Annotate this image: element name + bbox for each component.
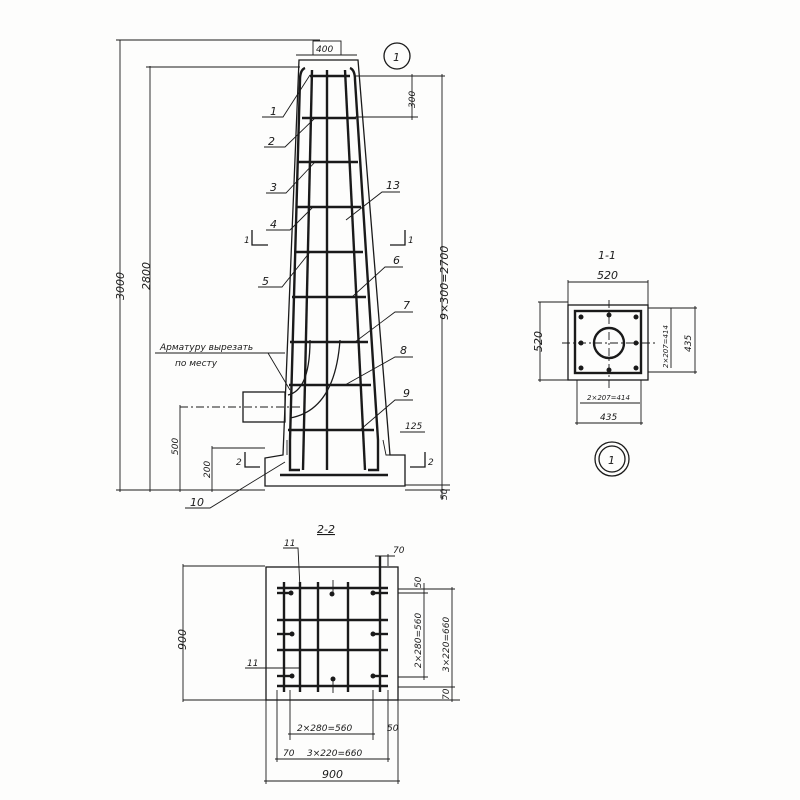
pos-7: 7 — [403, 299, 410, 312]
dim-50: 50 — [440, 488, 450, 500]
dim-435-vertical: 435 — [684, 335, 694, 352]
section-1-1: 1-1 520 520 2×207=414 435 2×207=414 435 … — [532, 249, 697, 477]
pos-8: 8 — [400, 344, 407, 357]
dim-500: 500 — [171, 438, 181, 455]
section-2-2-title: 2-2 — [317, 523, 335, 536]
section-1-1-title: 1-1 — [598, 249, 616, 262]
elevation-view: 3000 2800 400 1 300 9×300=2700 50 — [114, 39, 451, 509]
pos-5: 5 — [262, 275, 269, 288]
note-line-2: по месту — [175, 359, 218, 369]
pos-1: 1 — [270, 105, 277, 118]
dim-520-height: 520 — [532, 331, 545, 352]
dim-900-width: 900 — [322, 768, 343, 781]
section-mark-2-left: 2 — [236, 458, 242, 468]
mesh-bars — [277, 556, 388, 693]
dim-3000: 3000 — [114, 272, 127, 300]
dim-stirrups: 9×300=2700 — [438, 246, 451, 320]
pos-9: 9 — [403, 387, 410, 400]
dim-435-horizontal: 435 — [600, 413, 617, 423]
dim-v-70: 70 — [442, 688, 452, 700]
dim-400: 400 — [316, 45, 333, 55]
dim-v-280: 2×280=560 — [414, 613, 424, 668]
dim-inner-vertical: 2×207=414 — [662, 325, 670, 368]
section-mark-2-right: 2 — [428, 458, 434, 468]
dim-200: 200 — [203, 461, 213, 478]
pos-3: 3 — [270, 181, 277, 194]
dim-inner-horizontal: 2×207=414 — [587, 394, 630, 402]
pos-2: 2 — [268, 135, 275, 148]
pos-10: 10 — [190, 496, 204, 509]
dim-300: 300 — [408, 91, 418, 108]
dim-520-width: 520 — [597, 269, 618, 282]
position-leaders: 1 2 3 4 5 6 7 8 9 10 13 — [185, 74, 413, 509]
view-mark: 1 — [393, 51, 400, 64]
dim-h-50: 50 — [387, 724, 399, 734]
dim-h-220: 3×220=660 — [307, 749, 362, 759]
section-mark: 1 — [608, 454, 615, 467]
pos-11-top: 11 — [284, 539, 295, 549]
pos-11-left: 11 — [247, 659, 258, 669]
pos-4: 4 — [270, 218, 277, 231]
dim-70-top: 70 — [393, 546, 405, 556]
section-mark-1-right: 1 — [408, 236, 414, 246]
dim-50-right: 50 — [414, 576, 424, 588]
pos-6: 6 — [393, 254, 400, 267]
dim-h-280: 2×280=560 — [297, 724, 352, 734]
pos-13: 13 — [386, 179, 400, 192]
note-line-1: Арматуру вырезать — [159, 343, 253, 353]
dim-125: 125 — [405, 422, 422, 432]
dim-2800: 2800 — [140, 262, 153, 290]
dim-h-70: 70 — [283, 749, 295, 759]
section-2-2: 2-2 900 11 11 70 50 2×280=560 3×2 — [176, 523, 460, 784]
dim-900-height: 900 — [176, 629, 189, 650]
section-mark-1-left: 1 — [244, 236, 250, 246]
dim-v-220: 3×220=660 — [442, 617, 452, 672]
